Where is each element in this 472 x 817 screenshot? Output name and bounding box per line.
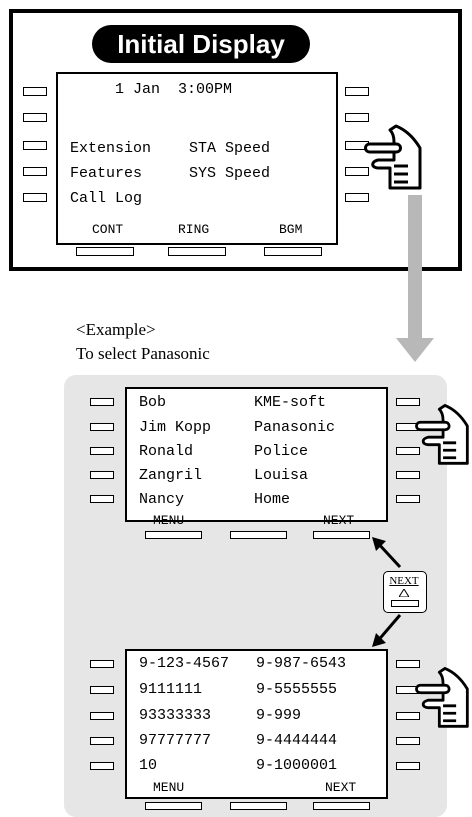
dir-left-key-1[interactable] xyxy=(90,398,114,406)
menu-features: Features xyxy=(70,165,143,182)
dir-right-key-3[interactable] xyxy=(396,447,420,455)
num-5-left: 10 xyxy=(139,757,158,774)
left-key-2[interactable] xyxy=(23,113,47,122)
num-1-right: 9-987-6543 xyxy=(256,655,347,672)
num-soft-key-blank[interactable] xyxy=(230,802,287,810)
phone-frame xyxy=(9,9,462,271)
dir-louisa: Louisa xyxy=(254,467,309,484)
left-key-3[interactable] xyxy=(23,141,47,150)
right-key-4[interactable] xyxy=(345,167,369,176)
triangle-up-icon xyxy=(399,589,409,597)
pointing-hand-icon xyxy=(415,404,469,465)
lcd-screen xyxy=(56,72,338,245)
example-description: To select Panasonic xyxy=(76,344,210,363)
num-soft-label-menu: MENU xyxy=(153,780,185,795)
soft-key-bgm[interactable] xyxy=(264,247,322,256)
dir-police: Police xyxy=(254,443,309,460)
dir-soft-key-menu[interactable] xyxy=(145,531,202,539)
right-key-2[interactable] xyxy=(345,113,369,122)
dir-soft-label-next: NEXT xyxy=(323,513,355,528)
dir-bob: Bob xyxy=(139,394,167,411)
num-right-key-1[interactable] xyxy=(396,660,420,668)
display-title: Initial Display xyxy=(92,25,310,63)
dir-right-key-4[interactable] xyxy=(396,471,420,479)
dir-panasonic: Panasonic xyxy=(254,419,336,436)
num-3-right: 9-999 xyxy=(256,707,302,724)
right-key-1[interactable] xyxy=(345,87,369,96)
right-key-5[interactable] xyxy=(345,193,369,202)
dir-kme-soft: KME-soft xyxy=(254,394,327,411)
dir-right-key-5[interactable] xyxy=(396,495,420,503)
soft-key-label-bgm: BGM xyxy=(279,222,303,237)
soft-key-label-cont: CONT xyxy=(92,222,124,237)
num-left-key-2[interactable] xyxy=(90,686,114,694)
menu-sys-speed: SYS Speed xyxy=(189,165,271,182)
number-screen xyxy=(125,649,388,799)
left-key-1[interactable] xyxy=(23,87,47,96)
num-4-left: 97777777 xyxy=(139,732,212,749)
dir-left-key-3[interactable] xyxy=(90,447,114,455)
dir-soft-key-next[interactable] xyxy=(313,531,370,539)
dir-zangril: Zangril xyxy=(139,467,203,484)
soft-key-cont[interactable] xyxy=(76,247,134,256)
num-left-key-5[interactable] xyxy=(90,762,114,770)
num-5-right: 9-1000001 xyxy=(256,757,338,774)
next-key-label: NEXT xyxy=(389,575,419,587)
soft-key-ring[interactable] xyxy=(168,247,226,256)
num-4-right: 9-4444444 xyxy=(256,732,338,749)
pointing-hand-icon xyxy=(364,124,422,190)
num-2-right: 9-5555555 xyxy=(256,681,338,698)
menu-call-log: Call Log xyxy=(70,190,143,207)
menu-extension: Extension xyxy=(70,140,152,157)
dir-soft-label-menu: MENU xyxy=(153,513,185,528)
dir-home: Home xyxy=(254,491,291,508)
num-left-key-1[interactable] xyxy=(90,660,114,668)
left-key-4[interactable] xyxy=(23,167,47,176)
dir-right-key-1[interactable] xyxy=(396,398,420,406)
num-soft-label-next: NEXT xyxy=(325,780,357,795)
num-left-key-3[interactable] xyxy=(90,712,114,720)
pointing-hand-icon xyxy=(415,667,469,728)
num-right-key-3[interactable] xyxy=(396,712,420,720)
menu-sta-speed: STA Speed xyxy=(189,140,271,157)
flow-arrow-shaft xyxy=(408,195,422,340)
num-right-key-4[interactable] xyxy=(396,737,420,745)
soft-key-label-ring: RING xyxy=(178,222,210,237)
dir-left-key-4[interactable] xyxy=(90,471,114,479)
num-soft-key-menu[interactable] xyxy=(145,802,202,810)
dir-soft-key-blank[interactable] xyxy=(230,531,287,539)
num-soft-key-next[interactable] xyxy=(313,802,370,810)
dir-nancy: Nancy xyxy=(139,491,185,508)
left-key-5[interactable] xyxy=(23,193,47,202)
dir-left-key-2[interactable] xyxy=(90,423,114,431)
directory-screen xyxy=(125,387,388,522)
num-right-key-5[interactable] xyxy=(396,762,420,770)
example-caption: <Example> xyxy=(76,320,156,339)
num-2-left: 9111111 xyxy=(139,681,203,698)
num-left-key-4[interactable] xyxy=(90,737,114,745)
flow-arrow-down-icon xyxy=(396,338,434,362)
dir-left-key-5[interactable] xyxy=(90,495,114,503)
next-key-bar xyxy=(391,600,419,607)
num-1-left: 9-123-4567 xyxy=(139,655,230,672)
datetime-text: 1 Jan 3:00PM xyxy=(115,81,233,98)
num-3-left: 93333333 xyxy=(139,707,212,724)
dir-ronald: Ronald xyxy=(139,443,194,460)
dir-jim-kopp: Jim Kopp xyxy=(139,419,212,436)
double-arrow-icon xyxy=(372,537,402,647)
